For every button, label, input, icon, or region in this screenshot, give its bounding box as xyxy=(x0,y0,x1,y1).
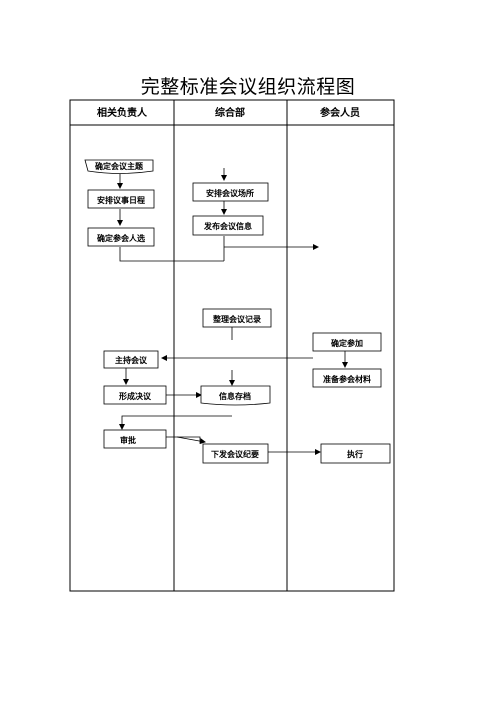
node-host: 主持会议 xyxy=(115,355,148,365)
node-minutes: 整理会议记录 xyxy=(212,314,261,324)
node-execute-box xyxy=(320,443,391,464)
node-attendees: 确定参会人选 xyxy=(97,233,145,243)
node-confirm-box xyxy=(312,332,382,352)
node-topic: 确定会议主题 xyxy=(95,161,144,171)
node-approve: 审批 xyxy=(120,435,136,445)
line-attendees-to-main xyxy=(119,247,224,262)
node-venue: 安排会议场所 xyxy=(206,188,254,198)
node-issue: 下发会议纪要 xyxy=(211,449,259,459)
node-topic-shape xyxy=(84,159,154,174)
node-venue-box xyxy=(192,182,269,202)
arrow-archive-to-approve xyxy=(119,415,232,430)
node-archive: 信息存档 xyxy=(219,391,251,401)
node-resolution: 形成决议 xyxy=(119,391,152,401)
node-materials: 准备参会材料 xyxy=(323,374,371,384)
node-publish: 发布会议信息 xyxy=(203,221,252,231)
lane-header-general-dept: 综合部 xyxy=(215,106,245,119)
node-resolution-box xyxy=(103,385,167,405)
node-attendees-box xyxy=(87,227,155,247)
node-agenda: 安排议事日程 xyxy=(97,195,145,205)
table-border xyxy=(69,99,395,592)
lane-header-responsible: 相关负责人 xyxy=(97,106,148,119)
lane-header-participants: 参会人员 xyxy=(320,106,360,119)
arrow-approve-to-issue xyxy=(176,436,206,445)
node-minutes-box xyxy=(202,308,272,328)
node-publish-box xyxy=(192,215,264,236)
node-confirm: 确定参加 xyxy=(331,338,363,348)
node-archive-shape xyxy=(200,385,271,406)
node-agenda-box xyxy=(87,189,155,209)
node-approve-box xyxy=(103,429,167,449)
page-title: 完整标准会议组织流程图 xyxy=(140,76,356,98)
node-host-box xyxy=(103,350,159,369)
node-execute: 执行 xyxy=(347,449,363,459)
swimlane-table xyxy=(69,99,395,592)
node-materials-box xyxy=(312,368,382,388)
node-issue-box xyxy=(202,443,269,464)
